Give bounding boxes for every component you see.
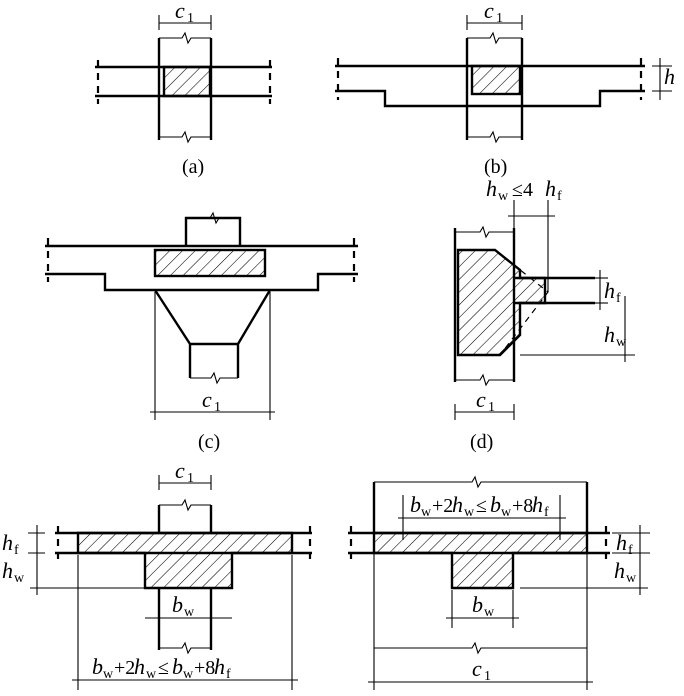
svg-text:w: w [484,605,495,620]
column-above [184,216,242,246]
svg-text:w: w [421,505,432,520]
label-c1: c [202,387,212,412]
break-mark-bottom [455,373,514,387]
svg-text:w: w [464,505,475,520]
label-c1: c [175,0,185,23]
label-bw: b [172,592,183,617]
break-mark-top [374,475,587,489]
label-c1: c [484,0,494,23]
label-hf: h [604,278,615,303]
svg-text:1: 1 [187,471,194,486]
break-mark-bottom [190,371,238,385]
svg-text:b: b [490,492,501,517]
svg-text:h: h [532,492,543,517]
svg-text:h: h [486,176,497,201]
svg-text:h: h [134,654,145,679]
label-bw: b [472,592,483,617]
hatched-connection [372,531,589,590]
slab-bottom-with-drop [45,272,358,292]
svg-text:+2: +2 [114,657,135,679]
svg-text:b: b [410,492,421,517]
svg-text:f: f [628,543,633,558]
label-hf: h [2,530,13,555]
break-mark-bottom [374,641,587,655]
panel-f: b w +2 h w ≤ b w +8 h f b w h f h w c 1 [348,475,650,690]
caption-a: (a) [182,156,204,178]
svg-text:1: 1 [187,11,194,26]
svg-text:≤: ≤ [158,657,169,679]
panel-b: c 1 h (b) [335,0,675,178]
svg-text:≤: ≤ [476,495,487,517]
label-c1: c [476,387,486,412]
break-mark-top [186,211,240,225]
svg-text:1: 1 [484,669,491,684]
hatched-connection [470,64,522,96]
svg-text:h: h [214,654,225,679]
panel-d: h w ≤4 h f h f h w c 1 (d) [453,176,635,453]
break-mark-top [159,31,211,45]
svg-text:f: f [14,543,19,558]
caption-b: (b) [484,156,507,178]
svg-text:w: w [103,667,114,682]
svg-text:w: w [14,571,25,586]
hatched-connection [153,248,267,278]
slab-bottom-with-drop [335,89,645,108]
svg-text:f: f [616,291,621,306]
svg-text:f: f [226,667,231,682]
caption-d: (d) [470,431,493,453]
svg-text:+8: +8 [194,657,215,679]
label-hf: h [616,530,627,555]
svg-text:h: h [452,492,463,517]
svg-text:b: b [92,654,103,679]
svg-text:+8: +8 [512,495,533,517]
svg-text:b: b [172,654,183,679]
label-hw: h [604,322,615,347]
hatched-connection [456,248,547,357]
panel-c: c 1 (c) [45,211,358,453]
svg-text:f: f [544,505,549,520]
label-c1: c [472,656,482,681]
hatched-connection [162,65,212,98]
svg-text:1: 1 [214,400,221,415]
hatched-connection [76,531,294,590]
label-hw: h [614,558,625,583]
svg-text:1: 1 [496,11,503,26]
svg-text:w: w [146,667,157,682]
label-c1: c [175,458,185,483]
svg-text:w: w [498,189,509,204]
svg-text:w: w [501,505,512,520]
break-mark-top [467,31,522,45]
svg-text:f: f [557,189,562,204]
panel-a: c 1 (a) [95,0,272,178]
svg-text:≤4: ≤4 [512,179,533,201]
caption-c: (c) [198,431,220,453]
break-mark-bottom [467,130,522,144]
svg-text:w: w [184,605,195,620]
break-mark-top [455,225,514,239]
svg-text:w: w [616,335,627,350]
label-hw: h [2,558,13,583]
label-h: h [664,64,675,89]
panel-e: c 1 b w h f h w b w +2 h w ≤ b w +8 h f [2,458,312,690]
svg-text:1: 1 [488,400,495,415]
svg-text:w: w [626,571,637,586]
column-capital [153,289,272,378]
svg-text:h: h [545,176,556,201]
break-mark-bottom [159,130,211,144]
svg-text:w: w [183,667,194,682]
svg-text:+2: +2 [432,495,453,517]
